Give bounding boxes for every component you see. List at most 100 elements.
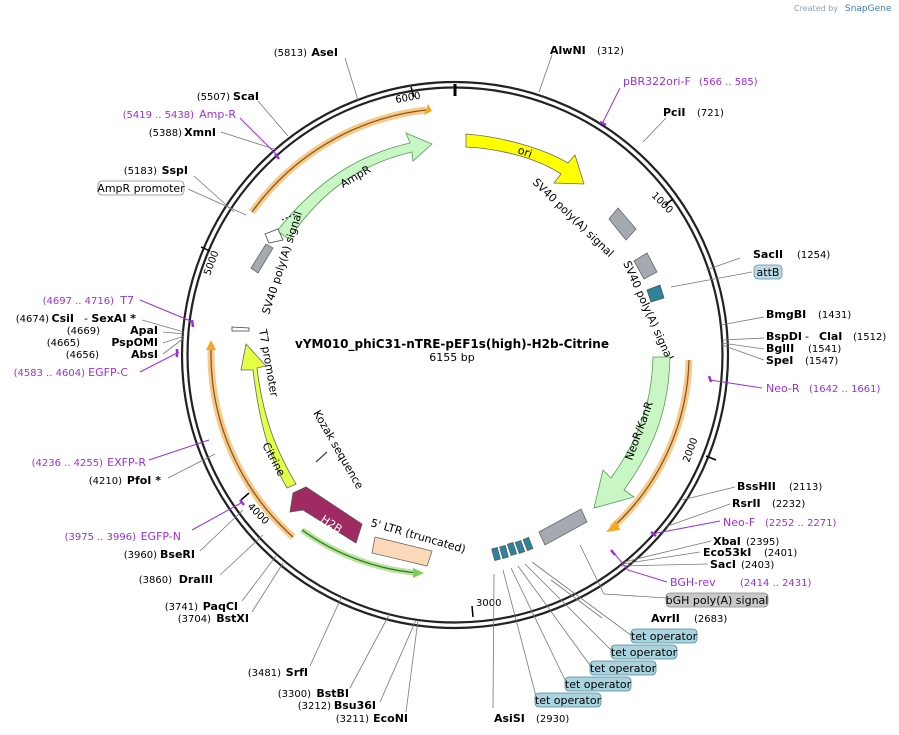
asei-name: AseI bbox=[311, 46, 338, 59]
tet-operator-label-box[interactable] bbox=[534, 692, 602, 708]
exfp-r-primer-pos: (4236 .. 4255) bbox=[32, 458, 104, 469]
sspi-leader bbox=[193, 175, 235, 213]
csii-leader bbox=[141, 319, 185, 333]
tick-label-5000: 5000 bbox=[202, 249, 221, 277]
tet-operator-label-box[interactable] bbox=[610, 644, 678, 660]
sv40-polya-signal-1[interactable] bbox=[608, 207, 637, 241]
plasmid-length: 6155 bp bbox=[429, 351, 474, 364]
ampr-promoter-feature[interactable] bbox=[264, 228, 284, 244]
orf-arc-neor-head bbox=[606, 520, 620, 532]
sexai-name: SexAI * bbox=[91, 312, 136, 325]
bgh-polya-label-box[interactable] bbox=[665, 592, 769, 608]
tet-leader-5 bbox=[502, 569, 538, 701]
pspomi-pos: (4665) bbox=[47, 338, 80, 349]
sv40-polya-signal-2[interactable] bbox=[633, 252, 658, 280]
srfi-name: SrfI bbox=[286, 666, 308, 679]
exfp-r-primer-name: EXFP-R bbox=[107, 456, 146, 469]
tet-operator-label: tet operator bbox=[535, 694, 602, 707]
tet-operator-box[interactable] bbox=[499, 545, 509, 559]
asisi-name: AsiSI bbox=[494, 712, 525, 725]
saci-name: SacI bbox=[710, 558, 736, 571]
neo-r-leader bbox=[709, 379, 763, 389]
bgh-polya-feature[interactable] bbox=[538, 508, 588, 546]
tet-operator-box[interactable] bbox=[522, 536, 534, 552]
asisi-leader bbox=[492, 573, 495, 709]
orf-arc-ampr-head bbox=[424, 104, 432, 115]
neo-f-primer-name: Neo-F bbox=[723, 516, 755, 529]
bglii-name: BglII bbox=[766, 342, 794, 355]
tick-mark bbox=[200, 246, 211, 252]
bstbi-name: BstBI bbox=[316, 687, 349, 700]
kozak-feature[interactable] bbox=[315, 451, 328, 463]
tet-leader-4 bbox=[510, 567, 568, 685]
tet-operator-label-box[interactable] bbox=[630, 628, 698, 644]
xbai-pos: (2395) bbox=[746, 537, 779, 548]
bspdi-pos: (1512) bbox=[853, 332, 886, 343]
orf-arc-ampr-line bbox=[251, 109, 427, 213]
bseri-leader bbox=[199, 509, 244, 552]
spei-leader bbox=[721, 344, 765, 361]
bgh-rev-primer-pos: (2414 .. 2431) bbox=[740, 578, 812, 589]
bmgbi-leader bbox=[720, 316, 765, 326]
citrine-feature[interactable] bbox=[240, 343, 297, 489]
scai-pos: (5507) bbox=[197, 92, 230, 103]
bmgbi-name: BmgBI bbox=[766, 308, 806, 321]
alwni-pos: (312) bbox=[597, 46, 624, 57]
asisi-pos: (2930) bbox=[536, 714, 569, 725]
eco53ki-pos: (2401) bbox=[764, 548, 797, 559]
ori-label: ori bbox=[516, 144, 534, 161]
tet-operator-box[interactable] bbox=[506, 541, 518, 557]
pbr322-primer-pos: (566 .. 585) bbox=[699, 77, 758, 88]
pfoi-name: PfoI * bbox=[127, 474, 161, 487]
xmni-leader bbox=[220, 131, 278, 151]
orf-arc-h2b-line bbox=[301, 529, 419, 574]
orf-arc-citrine-head bbox=[206, 340, 216, 350]
asei-pos: (5813) bbox=[274, 48, 307, 59]
csii-separator: - bbox=[84, 312, 88, 325]
bseri-pos: (3960) bbox=[124, 550, 157, 561]
attb-feature[interactable] bbox=[646, 284, 665, 303]
tet-operator-label: tet operator bbox=[631, 630, 698, 643]
sv40-polya-signal-3[interactable] bbox=[250, 243, 274, 274]
t7-promoter-feature[interactable] bbox=[231, 326, 250, 332]
sacii-leader bbox=[705, 257, 741, 271]
avrii-leader bbox=[550, 579, 603, 619]
econi-pos: (3211) bbox=[336, 714, 369, 725]
amp-r-mark bbox=[274, 153, 280, 160]
tick-label-3000: 3000 bbox=[476, 598, 501, 609]
ori-feature[interactable] bbox=[465, 133, 585, 185]
alwni-name: AlwNI bbox=[550, 44, 586, 57]
tick-mark bbox=[240, 492, 250, 501]
paqci-leader bbox=[241, 555, 277, 602]
rsrii-pos: (2232) bbox=[772, 499, 805, 510]
kozak-label: Kozak sequence bbox=[310, 408, 366, 492]
neo-r-primer-name: Neo-R bbox=[766, 382, 800, 395]
attb-label: attB bbox=[757, 266, 780, 279]
tet-operator-label-box[interactable] bbox=[564, 676, 632, 692]
tick-label-6000: 6000 bbox=[395, 91, 422, 106]
pbr322-leader bbox=[601, 87, 621, 125]
bstxi-pos: (3704) bbox=[178, 614, 211, 625]
apai-name: ApaI bbox=[130, 324, 158, 337]
ltr-truncated-feature[interactable] bbox=[371, 536, 433, 567]
bstbi-pos: (3300) bbox=[278, 689, 311, 700]
amp-r-primer-pos: (5419 .. 5438) bbox=[123, 110, 195, 121]
eco53ki-name: Eco53kI bbox=[703, 546, 751, 559]
attb-label-box[interactable] bbox=[753, 264, 783, 280]
neor-kanr-feature[interactable] bbox=[593, 356, 671, 509]
pbr322-primer-name: pBR322ori-F bbox=[623, 75, 691, 88]
absi-pos: (4656) bbox=[66, 350, 99, 361]
tet-operator-box[interactable] bbox=[514, 539, 526, 555]
h2b-feature[interactable] bbox=[289, 486, 363, 544]
tet-operator-label-box[interactable] bbox=[589, 660, 657, 676]
ampr-feature[interactable] bbox=[276, 132, 433, 240]
tet-operator-box[interactable] bbox=[491, 547, 501, 561]
bgh-rev-mark bbox=[610, 549, 616, 556]
backbone-outer bbox=[180, 80, 730, 630]
bglii-pos: (1541) bbox=[808, 344, 841, 355]
egfp-n-primer-name: EGFP-N bbox=[141, 530, 181, 543]
bmgbi-pos: (1431) bbox=[818, 310, 851, 321]
ampr-promoter-label-box[interactable] bbox=[97, 180, 185, 196]
egfp-n-leader bbox=[191, 502, 242, 531]
econi-name: EcoNI bbox=[373, 712, 408, 725]
